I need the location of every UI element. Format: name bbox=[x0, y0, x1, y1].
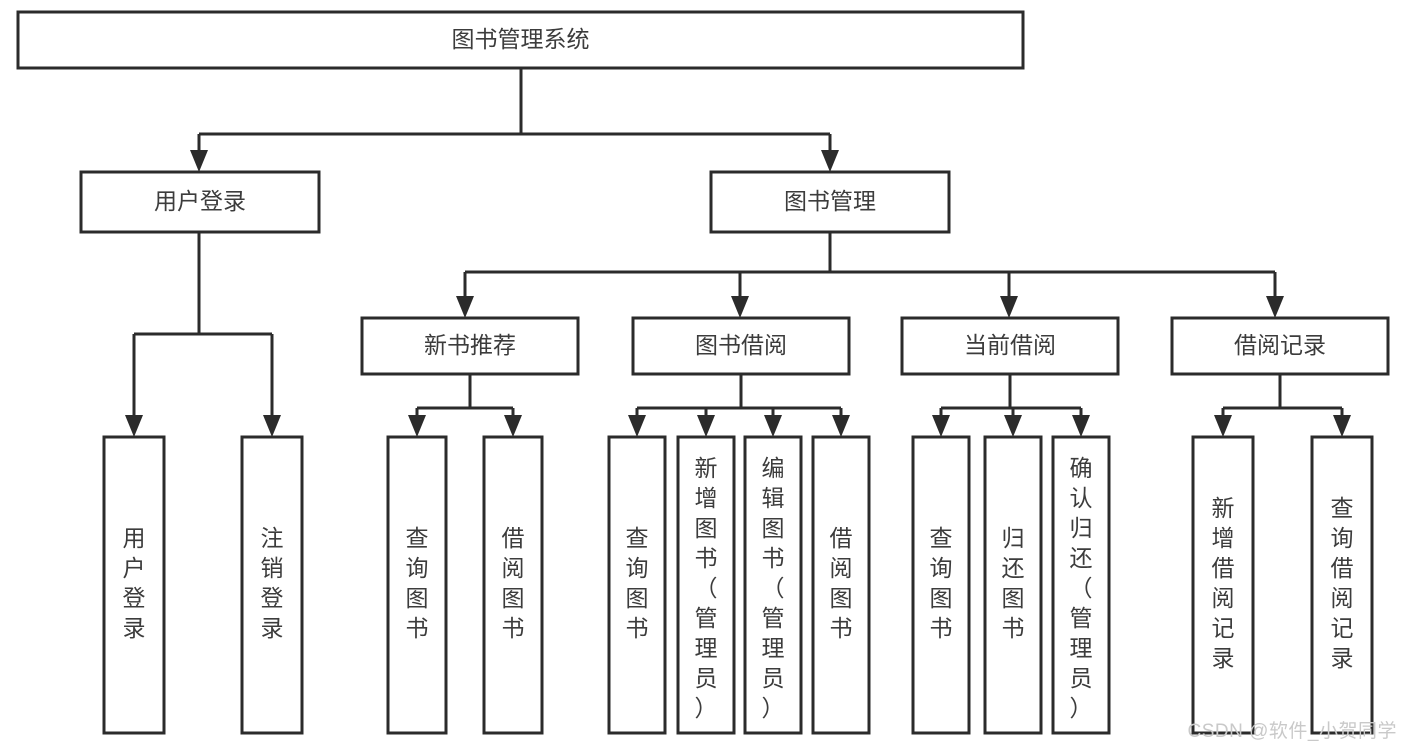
node-label: 编辑图书（管理员） bbox=[762, 455, 785, 721]
node-leaf-0[interactable]: 用户登录 bbox=[102, 435, 166, 735]
node-label: 查询图书 bbox=[406, 525, 429, 641]
node-box bbox=[900, 316, 1120, 376]
node-label: 图书借阅 bbox=[695, 332, 787, 358]
node-label: 新增图书（管理员） bbox=[695, 455, 718, 721]
node-box bbox=[983, 435, 1043, 735]
node-label: 注销登录 bbox=[261, 525, 284, 641]
node-layer: 图书管理系统用户登录图书管理新书推荐图书借阅当前借阅借阅记录用户登录注销登录查询… bbox=[16, 10, 1390, 735]
node-root[interactable]: 图书管理系统 bbox=[16, 10, 1025, 70]
node-leaf-2[interactable]: 查询图书 bbox=[386, 435, 448, 735]
node-label: 借阅记录 bbox=[1234, 332, 1326, 358]
node-label: 新增借阅记录 bbox=[1212, 495, 1235, 671]
node-leaf-12[interactable]: 查询借阅记录 bbox=[1310, 435, 1374, 735]
node-label: 图书管理 bbox=[784, 188, 876, 214]
root-arrow-0 bbox=[190, 150, 208, 172]
node-label: 归还图书 bbox=[1002, 525, 1025, 641]
group-arrow-0-1 bbox=[504, 415, 522, 437]
node-leaf-3[interactable]: 借阅图书 bbox=[482, 435, 544, 735]
node-box bbox=[360, 316, 580, 376]
node-leaf-11[interactable]: 新增借阅记录 bbox=[1191, 435, 1255, 735]
node-level2-1[interactable]: 图书管理 bbox=[709, 170, 951, 234]
node-box bbox=[607, 435, 667, 735]
login-arrow-0 bbox=[125, 415, 143, 437]
node-box bbox=[1170, 316, 1390, 376]
csdn-watermark: CSDN @软件_小贺同学 bbox=[1187, 721, 1397, 742]
node-box bbox=[482, 435, 544, 735]
node-level3-0[interactable]: 新书推荐 bbox=[360, 316, 580, 376]
login-arrow-1 bbox=[263, 415, 281, 437]
node-label: 查询图书 bbox=[930, 525, 953, 641]
node-label: 新书推荐 bbox=[424, 332, 516, 358]
node-box bbox=[1191, 435, 1255, 735]
node-label: 当前借阅 bbox=[964, 332, 1056, 358]
node-label: 查询借阅记录 bbox=[1331, 495, 1354, 671]
root-arrow-1 bbox=[821, 150, 839, 172]
node-label: 用户登录 bbox=[123, 525, 146, 641]
node-leaf-1[interactable]: 注销登录 bbox=[240, 435, 304, 735]
node-leaf-7[interactable]: 借阅图书 bbox=[811, 435, 871, 735]
node-label: 借阅图书 bbox=[502, 525, 525, 641]
node-leaf-6[interactable]: 编辑图书（管理员） bbox=[743, 435, 803, 735]
node-box bbox=[16, 10, 1025, 70]
node-box bbox=[676, 435, 736, 735]
group-arrow-1-1 bbox=[697, 415, 715, 437]
node-label: 用户登录 bbox=[154, 188, 246, 214]
group-arrow-2-2 bbox=[1072, 415, 1090, 437]
node-box bbox=[911, 435, 971, 735]
node-level3-3[interactable]: 借阅记录 bbox=[1170, 316, 1390, 376]
node-box bbox=[386, 435, 448, 735]
node-box bbox=[743, 435, 803, 735]
node-box bbox=[240, 435, 304, 735]
manage-arrow-3 bbox=[1266, 296, 1284, 318]
node-label: 借阅图书 bbox=[830, 525, 853, 641]
node-label: 图书管理系统 bbox=[452, 26, 590, 52]
manage-arrow-2 bbox=[1000, 296, 1018, 318]
group-arrow-3-1 bbox=[1333, 415, 1351, 437]
group-arrow-3-0 bbox=[1214, 415, 1232, 437]
manage-arrow-0 bbox=[456, 296, 474, 318]
group-arrow-0-0 bbox=[408, 415, 426, 437]
node-box bbox=[79, 170, 321, 234]
manage-arrow-1 bbox=[731, 296, 749, 318]
node-box bbox=[811, 435, 871, 735]
node-label: 确认归还（管理员） bbox=[1070, 455, 1093, 721]
group-arrow-2-0 bbox=[932, 415, 950, 437]
node-box bbox=[709, 170, 951, 234]
node-leaf-4[interactable]: 查询图书 bbox=[607, 435, 667, 735]
node-leaf-9[interactable]: 归还图书 bbox=[983, 435, 1043, 735]
group-arrow-1-3 bbox=[832, 415, 850, 437]
node-level2-0[interactable]: 用户登录 bbox=[79, 170, 321, 234]
group-arrow-1-0 bbox=[628, 415, 646, 437]
connector-layer bbox=[125, 68, 1351, 437]
group-arrow-2-1 bbox=[1004, 415, 1022, 437]
node-label: 查询图书 bbox=[626, 525, 649, 641]
node-level3-1[interactable]: 图书借阅 bbox=[631, 316, 851, 376]
node-leaf-10[interactable]: 确认归还（管理员） bbox=[1051, 435, 1111, 735]
node-box bbox=[1051, 435, 1111, 735]
node-box bbox=[1310, 435, 1374, 735]
node-leaf-8[interactable]: 查询图书 bbox=[911, 435, 971, 735]
node-box bbox=[102, 435, 166, 735]
group-arrow-1-2 bbox=[764, 415, 782, 437]
node-level3-2[interactable]: 当前借阅 bbox=[900, 316, 1120, 376]
node-leaf-5[interactable]: 新增图书（管理员） bbox=[676, 435, 736, 735]
node-box bbox=[631, 316, 851, 376]
